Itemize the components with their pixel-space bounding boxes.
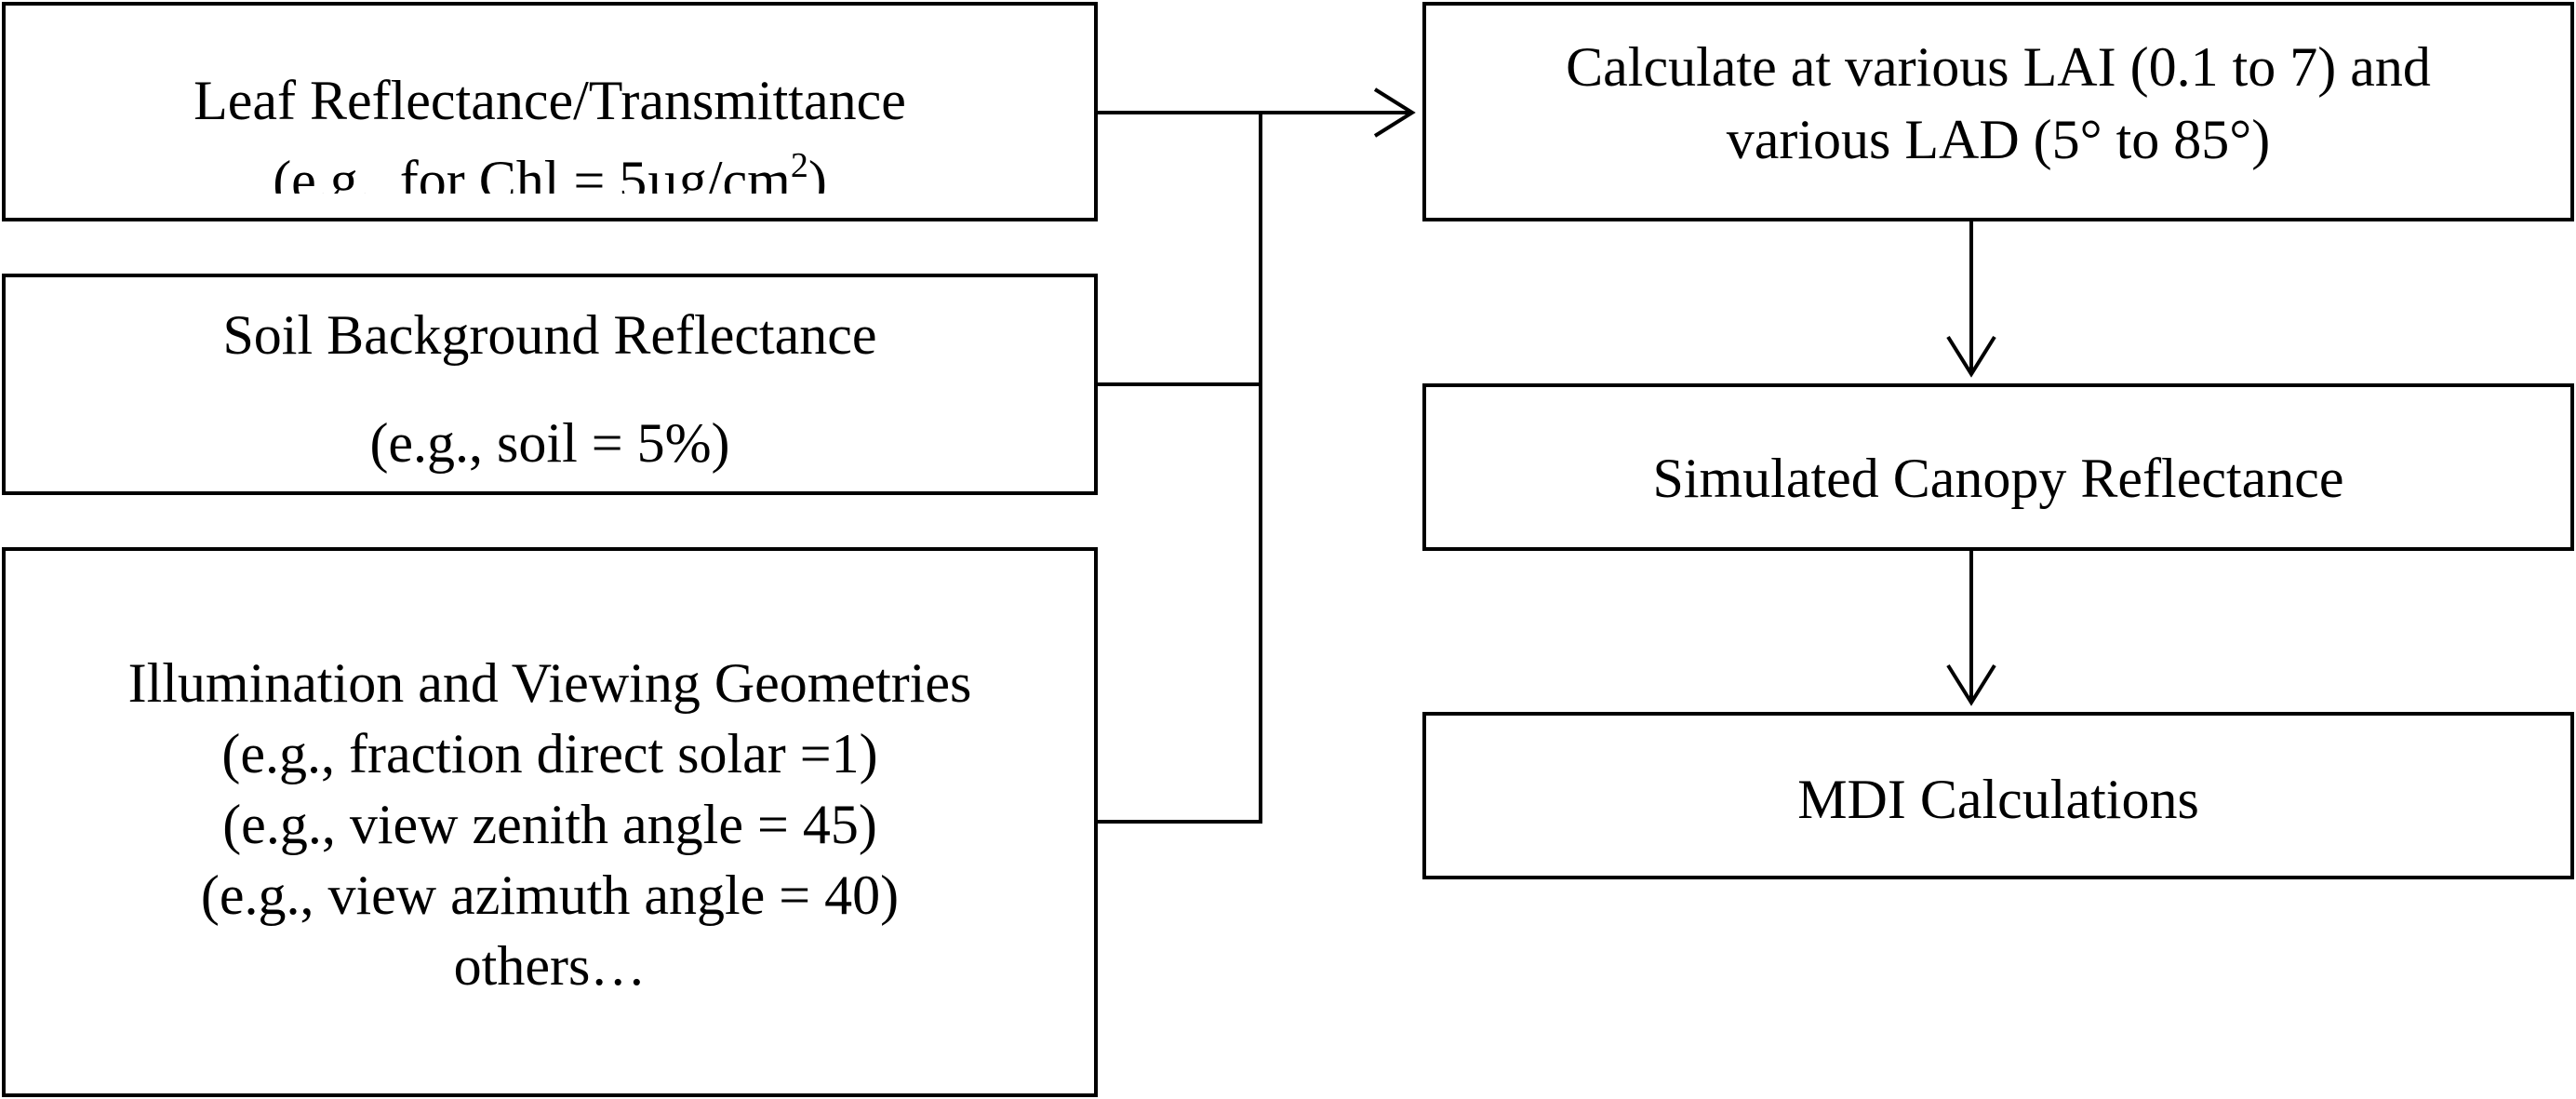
simulated-canopy-reflectance-box: Simulated Canopy Reflectance bbox=[1422, 383, 2574, 551]
canopy-to-mdi-arrowhead bbox=[1946, 663, 1996, 706]
calculate-line-2: various LAD (5° to 85°) bbox=[1726, 109, 2271, 170]
leaf-example-superscript: 2 bbox=[790, 146, 808, 185]
leaf-example-prefix: (e.g., for Chl = 5µg/cm bbox=[273, 150, 791, 194]
illumination-title: Illumination and Viewing Geometries bbox=[127, 652, 972, 714]
leaf-reflectance-example: (e.g., for Chl = 5µg/cm2) bbox=[6, 148, 1094, 194]
leaf-reflectance-box: Leaf Reflectance/Transmittance (e.g., fo… bbox=[2, 2, 1098, 221]
simulated-canopy-reflectance-title: Simulated Canopy Reflectance bbox=[1652, 448, 2344, 509]
illumination-line: others… bbox=[453, 935, 647, 997]
illumination-line: (e.g., view zenith angle = 45) bbox=[222, 794, 877, 855]
illumination-geometry-box: Illumination and Viewing Geometries (e.g… bbox=[2, 547, 1098, 1097]
soil-reflectance-box: Soil Background Reflectance (e.g., soil … bbox=[2, 274, 1098, 495]
mdi-calculations-box: MDI Calculations bbox=[1422, 712, 2574, 879]
leaf-example-suffix: ) bbox=[808, 150, 827, 194]
calculate-line-1: Calculate at various LAI (0.1 to 7) and bbox=[1566, 36, 2431, 98]
illumination-line: (e.g., view azimuth angle = 40) bbox=[200, 864, 900, 926]
leaf-reflectance-text-area: Leaf Reflectance/Transmittance (e.g., fo… bbox=[6, 6, 1094, 194]
calculate-lai-lad-box: Calculate at various LAI (0.1 to 7) and … bbox=[1422, 2, 2574, 221]
mdi-calculations-title: MDI Calculations bbox=[1797, 769, 2199, 830]
to-calculate-arrowhead bbox=[1373, 87, 1416, 138]
leaf-reflectance-title: Leaf Reflectance/Transmittance bbox=[194, 70, 906, 131]
calculate-to-canopy-arrowhead bbox=[1946, 335, 1996, 378]
soil-reflectance-example: (e.g., soil = 5%) bbox=[369, 412, 730, 474]
illumination-line: (e.g., fraction direct solar =1) bbox=[221, 723, 878, 784]
soil-reflectance-title: Soil Background Reflectance bbox=[222, 304, 877, 366]
